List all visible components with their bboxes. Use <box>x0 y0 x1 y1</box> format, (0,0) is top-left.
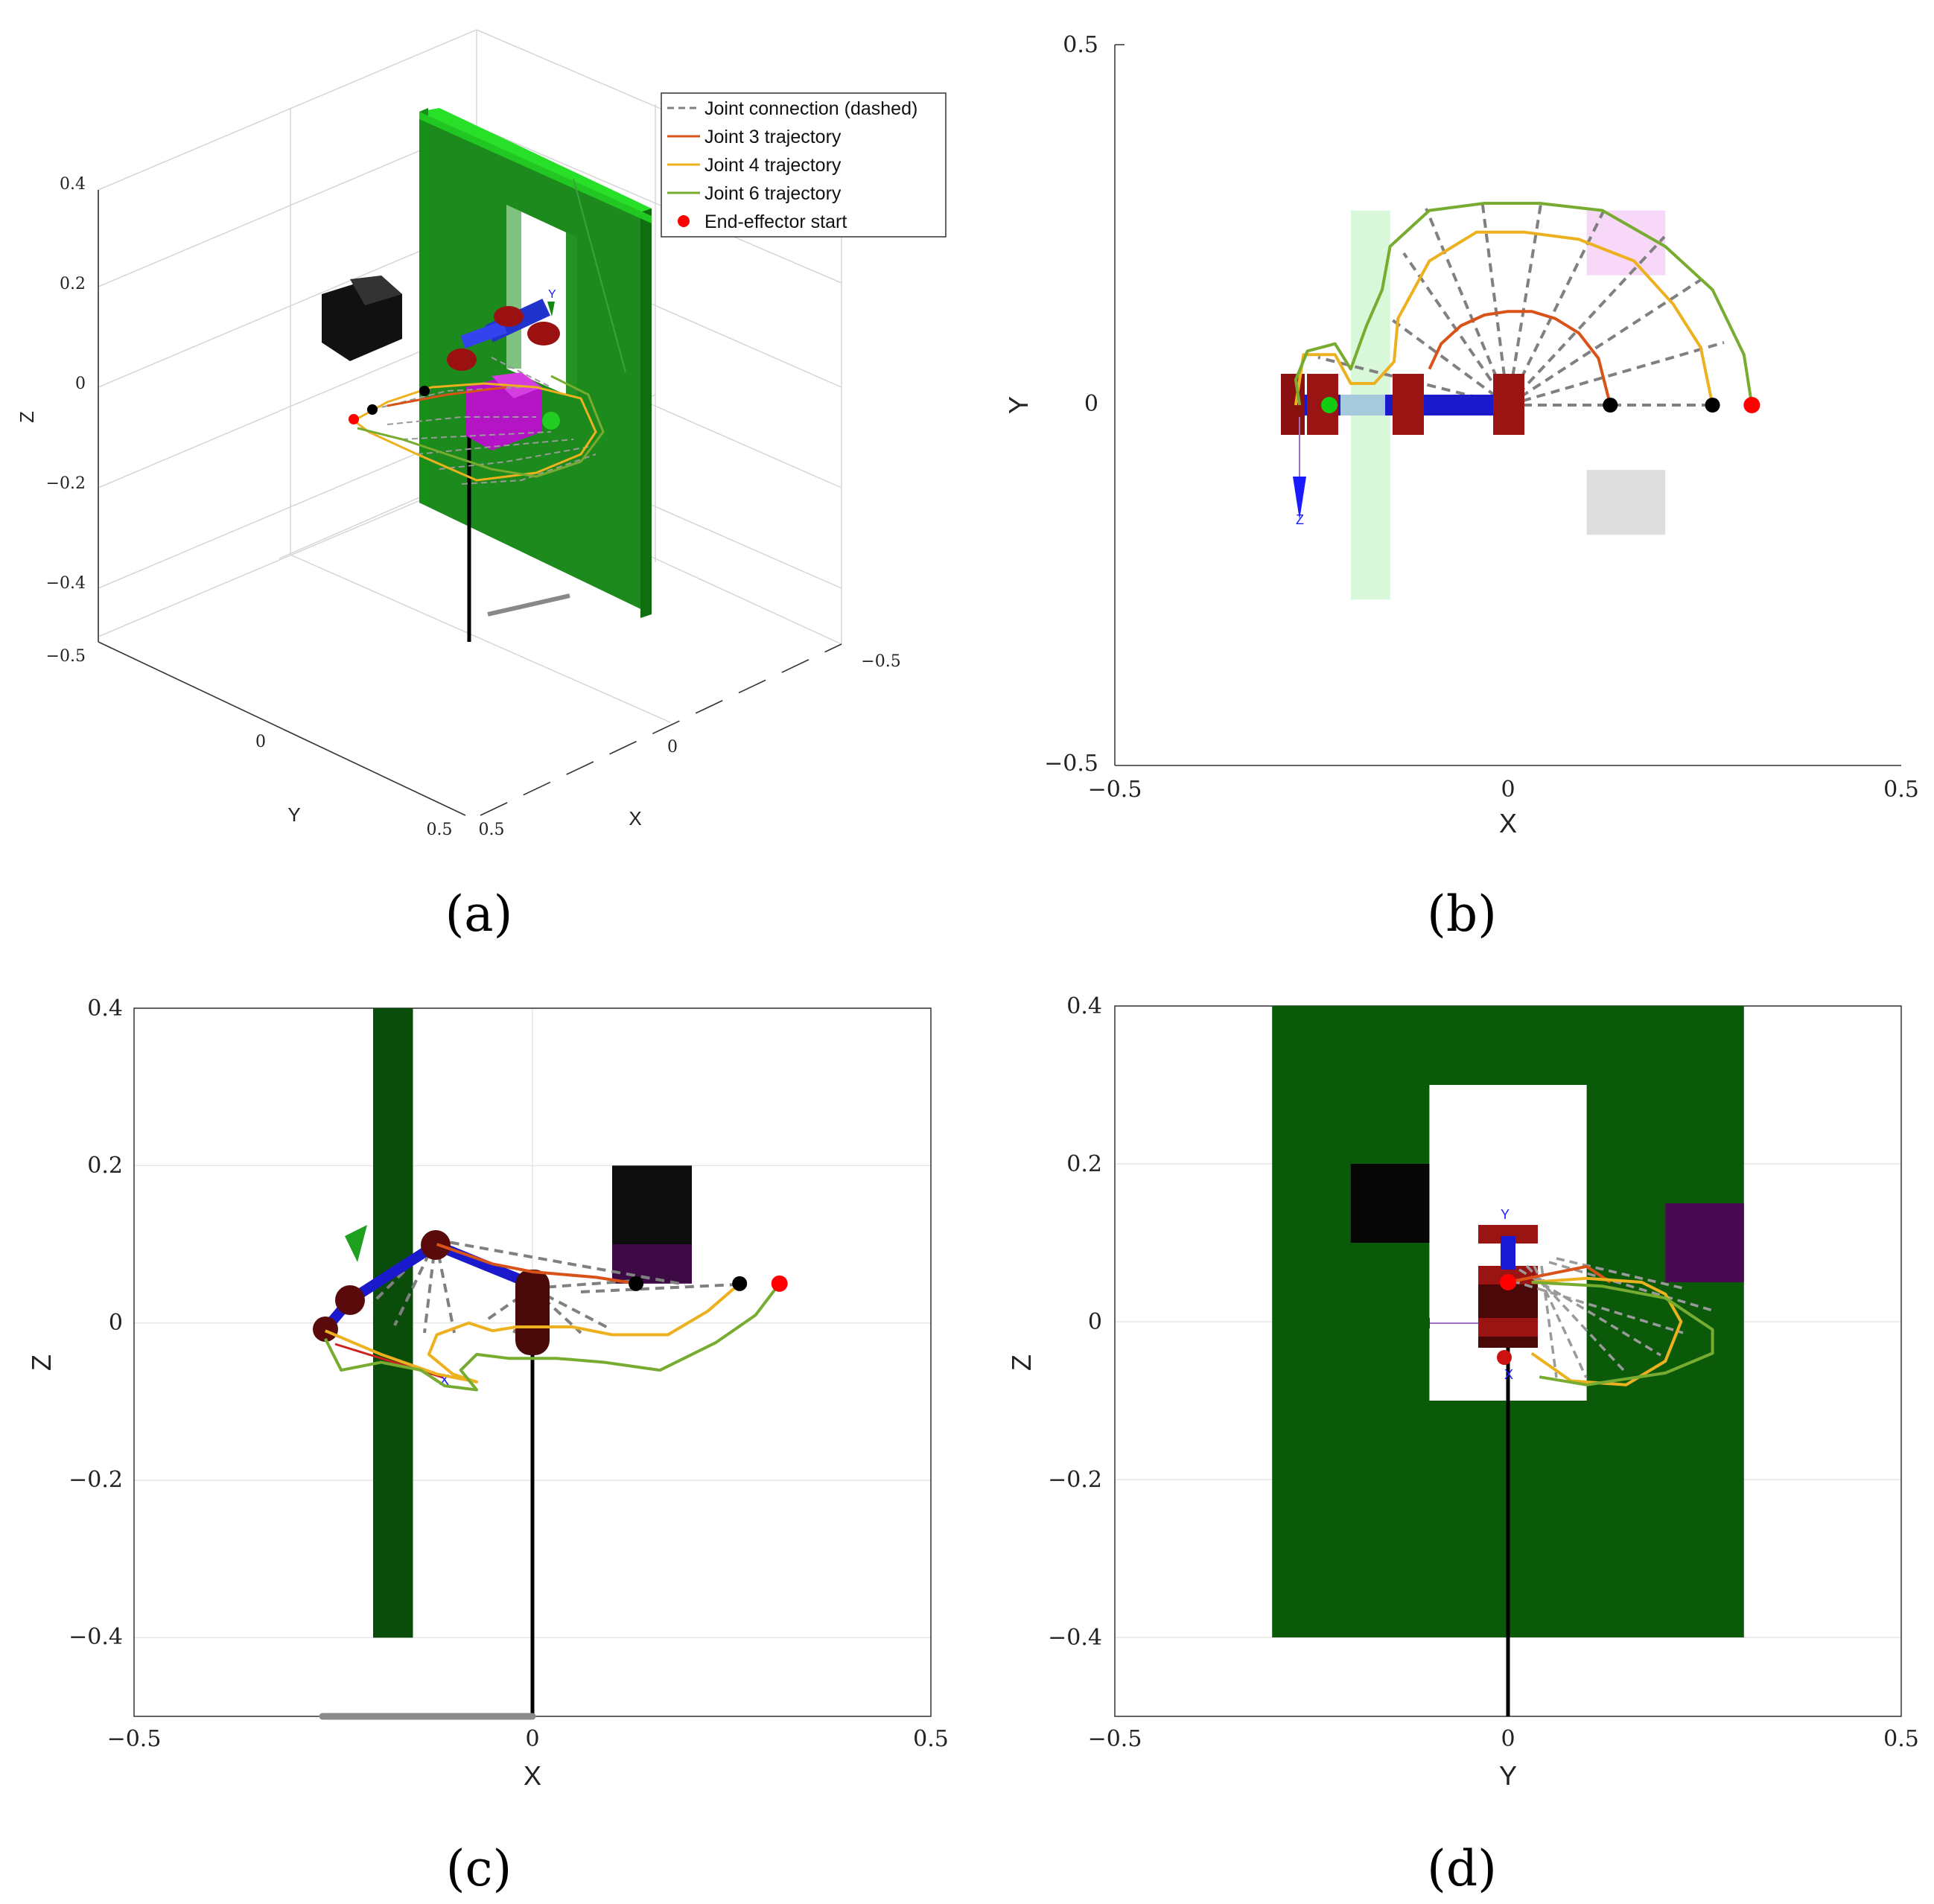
joint-marker <box>1705 398 1720 413</box>
panel-d-side-view: 0.4 0.2 0 −0.2 −0.4 −0.5 0 0.5 Y Z Y X <box>1006 993 1919 1791</box>
x-tick: −0.5 <box>107 1726 162 1752</box>
legend-entry-joint6: Joint 6 trajectory <box>704 183 842 204</box>
legend-entry-joint4: Joint 4 trajectory <box>704 155 842 176</box>
series-joint-6-trajectory <box>1294 202 1754 406</box>
panel-b-top-view: 0.5 0 −0.5 −0.5 0 0.5 X Y <box>1003 32 1919 838</box>
panel-c-robot: X <box>313 1225 550 1720</box>
obstacle-gray-box <box>1586 470 1666 535</box>
x-tick: −0.5 <box>861 652 900 671</box>
x-tick: 0 <box>667 738 678 757</box>
y-tick: −0.4 <box>69 1624 123 1650</box>
joint-marker <box>1603 398 1618 413</box>
panel-a-legend: Joint connection (dashed) Joint 3 trajec… <box>661 92 947 238</box>
obstacle-wall <box>373 1008 413 1638</box>
series-joint-4-trajectory <box>325 1282 741 1384</box>
legend-entry-joint-connection: Joint connection (dashed) <box>704 98 917 119</box>
series-joint-4-trajectory <box>1294 230 1714 406</box>
z-tick: 0.4 <box>60 175 86 194</box>
y-tick: 0.2 <box>1066 1151 1102 1177</box>
panel-c-trajectories <box>324 1243 788 1392</box>
y-tick: −0.4 <box>1048 1625 1102 1651</box>
panel-a-wall <box>419 108 652 618</box>
x-tick: 0 <box>1501 1726 1515 1752</box>
x-tick: −0.5 <box>1088 1726 1142 1752</box>
panel-a-z-ticks: 0.4 0.2 0 −0.2 −0.4 −0.5 <box>46 175 86 666</box>
y-tick: 0.5 <box>1063 32 1098 58</box>
y-tick: 0.2 <box>87 1153 123 1179</box>
legend-entry-end-effector-start: End-effector start <box>704 211 847 232</box>
y-axis-label: Y <box>1003 396 1034 414</box>
x-tick: 0.5 <box>1883 1726 1919 1752</box>
panel-c-obstacles <box>373 1008 692 1638</box>
panel-d-y-marker: Y <box>1501 1207 1510 1222</box>
y-tick: −0.2 <box>1048 1467 1102 1493</box>
y-tick: 0 <box>1084 391 1098 417</box>
obstacle-purple-box <box>612 1244 692 1284</box>
caption-c: (c) <box>446 1840 512 1897</box>
end-effector-start-marker <box>771 1275 788 1292</box>
x-axis-label: X <box>524 1760 541 1791</box>
x-axis-label: Y <box>1499 1760 1517 1791</box>
panel-b-trajectories <box>1294 202 1760 413</box>
series-joint-3-trajectory <box>436 1243 637 1285</box>
series-joint-6-trajectory <box>324 1282 781 1392</box>
panel-a-3d-view: 0.4 0.2 0 −0.2 −0.4 −0.5 0 0.5 −0.5 0 0.… <box>16 29 947 839</box>
series-joint-3-trajectory <box>1428 310 1612 406</box>
y-tick: 0.5 <box>427 821 453 839</box>
series-joint-6-trajectory <box>1531 1281 1714 1386</box>
y-tick: 0 <box>109 1310 123 1336</box>
z-axis-label: Z <box>26 1354 57 1371</box>
z-axis-label: Z <box>1006 1354 1037 1371</box>
panel-a-axes <box>98 190 842 816</box>
series-joint-3-trajectory <box>1507 1264 1612 1284</box>
x-tick: 0.5 <box>913 1726 949 1752</box>
end-effector-start-marker <box>1500 1274 1516 1290</box>
z-tick: 0 <box>75 375 86 393</box>
x-tick: 0.5 <box>1883 777 1919 803</box>
z-tick: −0.4 <box>46 574 86 593</box>
panel-b-robot: Z <box>1281 374 1524 527</box>
x-axis-label: X <box>629 807 641 830</box>
panel-c-front-view: 0.4 0.2 0 −0.2 −0.4 −0.5 0 0.5 X Z <box>26 996 949 1791</box>
z-tick: 0.2 <box>60 275 86 293</box>
panel-a-robot: Y <box>349 288 605 642</box>
z-tick: −0.2 <box>46 474 86 493</box>
panel-d-x-marker: X <box>1504 1367 1513 1382</box>
x-axis-label: X <box>1499 808 1517 838</box>
obstacle-black-box <box>612 1165 692 1244</box>
z-tick: −0.5 <box>46 647 86 666</box>
panel-a-y-marker: Y <box>548 288 556 301</box>
caption-b: (b) <box>1427 885 1497 943</box>
obstacle-black-box <box>1350 1164 1430 1243</box>
panel-b-z-marker: Z <box>1296 512 1304 527</box>
y-tick: 0.4 <box>87 996 123 1022</box>
end-effector-start-marker <box>1743 397 1760 413</box>
panel-d-robot: Y X <box>1385 1207 1538 1716</box>
caption-d: (d) <box>1427 1840 1497 1897</box>
legend-entry-joint3: Joint 3 trajectory <box>704 127 842 147</box>
y-tick: −0.2 <box>69 1467 123 1493</box>
y-tick: 0.4 <box>1066 993 1102 1019</box>
panel-a-black-cube <box>322 276 402 361</box>
x-tick: 0 <box>525 1726 539 1752</box>
caption-a: (a) <box>445 885 513 943</box>
y-tick: 0 <box>1088 1309 1102 1335</box>
joint-marker <box>629 1276 644 1291</box>
series-joint-4-trajectory <box>1530 1276 1683 1386</box>
obstacle-purple-box <box>1665 1203 1744 1282</box>
x-tick: 0.5 <box>479 821 505 839</box>
panel-d-trajectories <box>1500 1264 1714 1386</box>
z-axis-label: Z <box>16 411 38 423</box>
obstacle-pink-box <box>1586 210 1666 276</box>
y-tick: −0.5 <box>1044 751 1098 777</box>
joint-marker <box>732 1276 748 1291</box>
x-tick: −0.5 <box>1088 777 1142 803</box>
y-tick: 0 <box>255 733 266 751</box>
y-axis-label: Y <box>287 803 300 826</box>
x-tick: 0 <box>1501 777 1515 803</box>
